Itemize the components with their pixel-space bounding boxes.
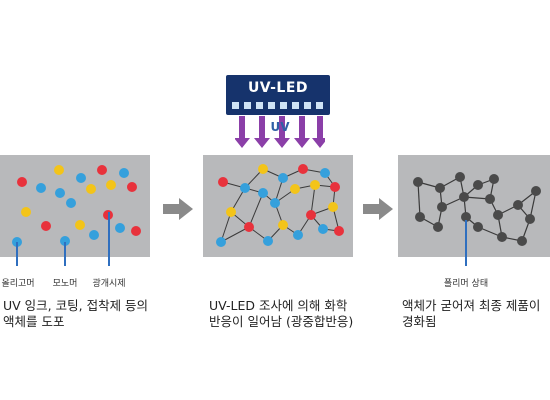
reaction-network <box>216 164 344 247</box>
legend-line-oligomer <box>16 242 18 266</box>
polymer-network <box>413 172 541 246</box>
uv-light-arrows: UV <box>235 116 325 148</box>
step-arrow-2 <box>363 198 393 220</box>
led-chip-row <box>232 102 323 109</box>
liquid-molecules <box>12 165 141 247</box>
caption-liquid: UV 잉크, 코팅, 접착제 등의 액체를 도포 <box>3 298 149 329</box>
uv-led-label: UV-LED <box>247 80 309 96</box>
legend-monomer: 모노머 <box>52 279 78 289</box>
legend-photoinitiator: 광개시제 <box>92 279 126 289</box>
legend-line-monomer <box>64 242 66 266</box>
step-arrow-1 <box>163 198 193 220</box>
caption-cured: 액체가 굳어져 최종 제품이 경화됨 <box>402 298 541 329</box>
liquid-state-panel <box>0 155 150 257</box>
reaction-state-panel <box>203 155 353 257</box>
legend-polymer: 폴리머 상태 <box>443 279 489 289</box>
legend-line-photoinitiator <box>108 212 110 266</box>
cured-state-panel <box>398 155 550 257</box>
legend-line-polymer <box>465 220 467 266</box>
legend-oligomer: 올리고머 <box>1 279 35 289</box>
uv-label: UV <box>270 120 290 134</box>
uv-led-source: UV-LED <box>226 75 330 115</box>
caption-reaction: UV-LED 조사에 의해 화학 반응이 일어남 (광중합반응) <box>209 298 354 329</box>
